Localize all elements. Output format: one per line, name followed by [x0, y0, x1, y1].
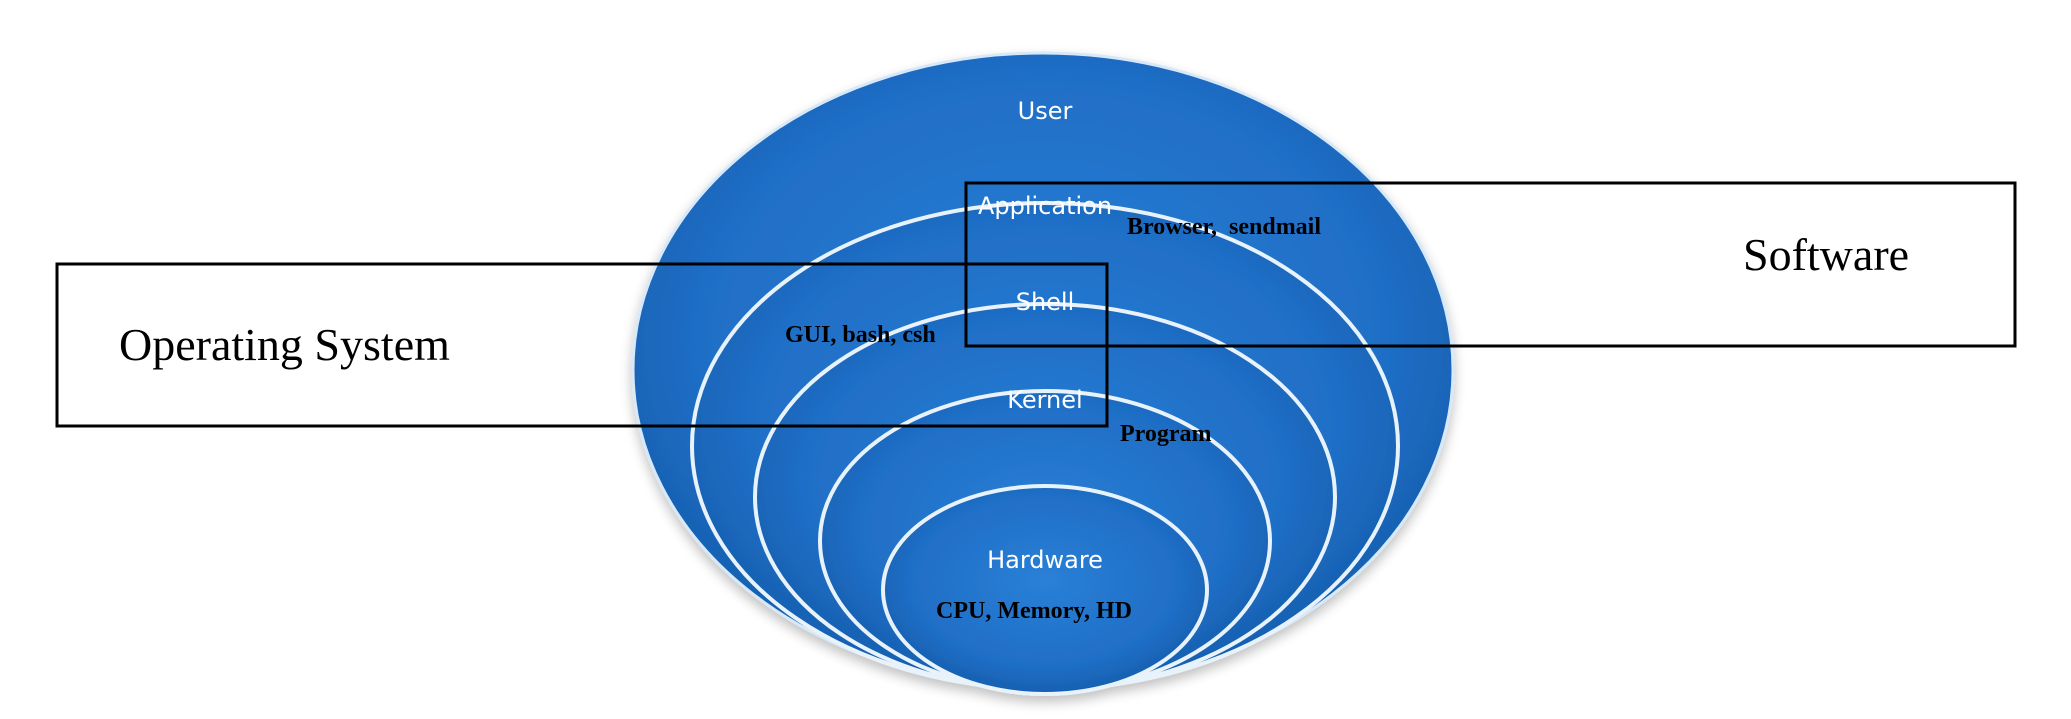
example-application: Browser, sendmail	[1127, 214, 1321, 240]
software-title: Software	[1743, 229, 1909, 280]
operating-system-title: Operating System	[119, 319, 450, 370]
layer-label-hardware: Hardware	[987, 546, 1103, 574]
software-box	[964, 181, 2017, 348]
example-shell: GUI, bash, csh	[785, 322, 936, 348]
layer-label-shell: Shell	[1016, 288, 1075, 316]
example-kernel: Program	[1120, 421, 1212, 447]
layer-ellipses	[631, 51, 1455, 696]
layer-label-application: Application	[978, 192, 1112, 220]
example-hardware: CPU, Memory, HD	[936, 598, 1132, 624]
layer-label-kernel: Kernel	[1007, 386, 1082, 414]
hardware-layer-ellipse	[881, 484, 1209, 696]
layer-label-user: User	[1018, 97, 1073, 125]
